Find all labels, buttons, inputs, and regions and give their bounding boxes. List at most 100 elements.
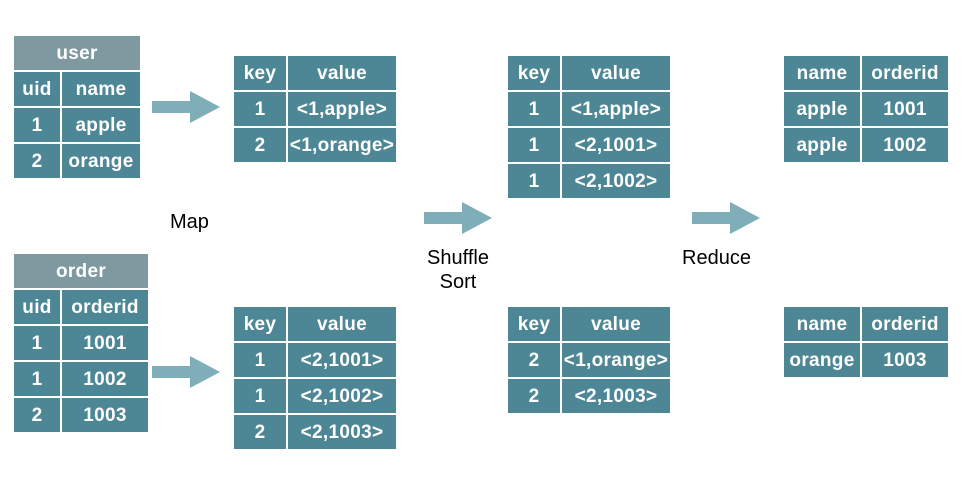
column-header-uid: uid — [14, 72, 60, 106]
cell-uid: 1 — [14, 362, 60, 396]
table-title-row: user — [14, 36, 140, 70]
cell-orderid: 1003 — [862, 343, 948, 377]
table-row: 1 <2,1002> — [234, 379, 396, 413]
cell-value: <1,orange> — [288, 128, 396, 162]
cell-uid: 1 — [14, 108, 60, 142]
column-header-value: value — [288, 307, 396, 341]
cell-orderid: 1003 — [62, 398, 148, 432]
cell-value: <2,1003> — [562, 379, 670, 413]
table-title-order: order — [14, 254, 148, 288]
arrow-right-icon — [152, 356, 220, 388]
cell-value: <2,1003> — [288, 415, 396, 449]
column-header-value: value — [562, 307, 670, 341]
table-header-row: key value — [508, 307, 670, 341]
table-row: 2 <2,1003> — [234, 415, 396, 449]
cell-key: 2 — [508, 379, 560, 413]
table-title-user: user — [14, 36, 140, 70]
table-row: 1 1002 — [14, 362, 148, 396]
column-header-key: key — [508, 56, 560, 90]
table-header-row: key value — [234, 56, 396, 90]
column-header-name: name — [62, 72, 140, 106]
column-header-key: key — [234, 307, 286, 341]
table-row: 1 <1,apple> — [234, 92, 396, 126]
cell-uid: 2 — [14, 144, 60, 178]
table-row: 1 <1,apple> — [508, 92, 670, 126]
column-header-value: value — [562, 56, 670, 90]
cell-key: 1 — [234, 343, 286, 377]
cell-value: <2,1002> — [288, 379, 396, 413]
table-row: 2 <1,orange> — [234, 128, 396, 162]
table-map-output-order: key value 1 <2,1001> 1 <2,1002> 2 <2,100… — [232, 305, 398, 451]
cell-value: <2,1002> — [562, 164, 670, 198]
table-header-row: name orderid — [784, 307, 948, 341]
table-row: 1 1001 — [14, 326, 148, 360]
table-row: 2 orange — [14, 144, 140, 178]
table-shuffle-key1: key value 1 <1,apple> 1 <2,1001> 1 <2,10… — [506, 54, 672, 200]
cell-name: apple — [784, 128, 860, 162]
column-header-name: name — [784, 56, 860, 90]
arrow-right-icon — [692, 202, 760, 234]
cell-orderid: 1001 — [862, 92, 948, 126]
cell-key: 2 — [234, 128, 286, 162]
stage-label-shuffle-sort: Shuffle Sort — [427, 247, 489, 293]
cell-value: <1,apple> — [288, 92, 396, 126]
cell-value: <2,1001> — [288, 343, 396, 377]
table-header-row: key value — [234, 307, 396, 341]
cell-orderid: 1002 — [862, 128, 948, 162]
stage-label-map: Map — [170, 211, 209, 233]
cell-orderid: 1001 — [62, 326, 148, 360]
cell-key: 1 — [508, 128, 560, 162]
column-header-key: key — [234, 56, 286, 90]
arrow-map-user — [152, 90, 220, 124]
table-row: orange 1003 — [784, 343, 948, 377]
column-header-uid: uid — [14, 290, 60, 324]
cell-name: orange — [62, 144, 140, 178]
table-header-row: uid name — [14, 72, 140, 106]
table-map-output-user: key value 1 <1,apple> 2 <1,orange> — [232, 54, 398, 164]
cell-key: 2 — [508, 343, 560, 377]
arrow-right-icon — [424, 202, 492, 234]
cell-value: <1,orange> — [562, 343, 670, 377]
table-row: 2 <2,1003> — [508, 379, 670, 413]
column-header-name: name — [784, 307, 860, 341]
arrow-right-icon — [152, 91, 220, 123]
arrow-reduce — [692, 201, 760, 235]
table-row: 1 <2,1001> — [508, 128, 670, 162]
column-header-orderid: orderid — [62, 290, 148, 324]
cell-orderid: 1002 — [62, 362, 148, 396]
column-header-orderid: orderid — [862, 56, 948, 90]
table-row: 1 <2,1001> — [234, 343, 396, 377]
table-order-input: order uid orderid 1 1001 1 1002 2 1003 — [12, 252, 150, 434]
table-reduce-output-1: name orderid apple 1001 apple 1002 — [782, 54, 950, 164]
column-header-key: key — [508, 307, 560, 341]
table-row: 2 <1,orange> — [508, 343, 670, 377]
arrow-shuffle — [424, 201, 492, 235]
arrow-map-order — [152, 355, 220, 389]
cell-uid: 1 — [14, 326, 60, 360]
column-header-orderid: orderid — [862, 307, 948, 341]
cell-name: apple — [784, 92, 860, 126]
table-row: 2 1003 — [14, 398, 148, 432]
cell-name: apple — [62, 108, 140, 142]
cell-value: <2,1001> — [562, 128, 670, 162]
cell-key: 1 — [508, 92, 560, 126]
cell-value: <1,apple> — [562, 92, 670, 126]
column-header-value: value — [288, 56, 396, 90]
table-row: 1 <2,1002> — [508, 164, 670, 198]
cell-key: 2 — [234, 415, 286, 449]
table-user-input: user uid name 1 apple 2 orange — [12, 34, 142, 180]
cell-name: orange — [784, 343, 860, 377]
cell-uid: 2 — [14, 398, 60, 432]
table-header-row: key value — [508, 56, 670, 90]
stage-label-reduce: Reduce — [682, 247, 751, 269]
table-row: apple 1002 — [784, 128, 948, 162]
table-reduce-output-2: name orderid orange 1003 — [782, 305, 950, 379]
table-row: apple 1001 — [784, 92, 948, 126]
cell-key: 1 — [508, 164, 560, 198]
table-shuffle-key2: key value 2 <1,orange> 2 <2,1003> — [506, 305, 672, 415]
table-header-row: uid orderid — [14, 290, 148, 324]
cell-key: 1 — [234, 92, 286, 126]
table-row: 1 apple — [14, 108, 140, 142]
table-header-row: name orderid — [784, 56, 948, 90]
cell-key: 1 — [234, 379, 286, 413]
